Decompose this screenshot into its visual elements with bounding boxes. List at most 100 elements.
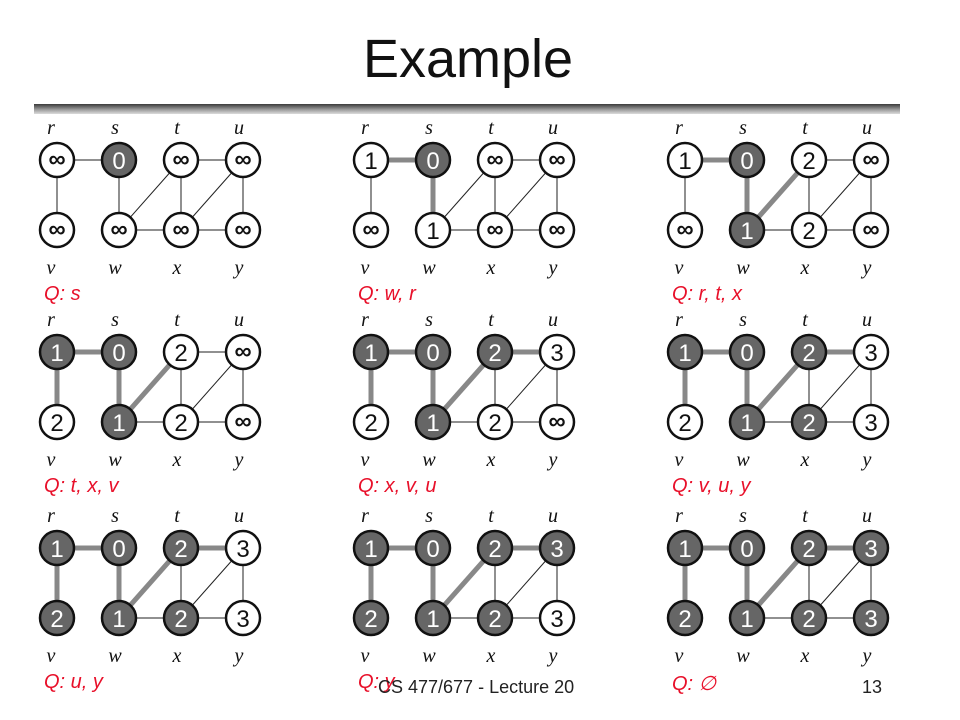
vertex-name-label: w <box>422 645 436 667</box>
queue-label: Q: y <box>358 671 395 693</box>
vertex-name-label: u <box>862 309 872 331</box>
queue-label: Q: w, r <box>358 283 416 305</box>
vertex-t <box>790 333 828 371</box>
vertex-name-label: v <box>361 645 370 667</box>
vertex-distance: 1 <box>740 218 753 245</box>
vertex-name-label: u <box>862 117 872 139</box>
vertex-name-label: y <box>233 257 244 279</box>
vertex-distance: 0 <box>112 536 125 563</box>
vertex-distance: 2 <box>174 606 187 633</box>
vertex-s <box>728 333 766 371</box>
vertex-x <box>162 403 200 441</box>
vertex-name-label: u <box>234 505 244 527</box>
vertex-distance: 2 <box>802 536 815 563</box>
vertex-distance: ∞ <box>862 216 879 243</box>
vertex-w <box>414 599 452 637</box>
vertex-u <box>224 333 262 371</box>
vertex-name-label: u <box>234 309 244 331</box>
vertex-distance: 0 <box>426 148 439 175</box>
vertex-name-label: r <box>361 117 369 139</box>
vertex-name-label: t <box>802 117 808 139</box>
vertex-distance: ∞ <box>234 216 251 243</box>
vertex-name-label: w <box>108 257 122 279</box>
vertex-distance: 0 <box>426 536 439 563</box>
vertex-name-label: r <box>361 309 369 331</box>
vertex-u <box>224 529 262 567</box>
vertex-name-label: v <box>675 645 684 667</box>
vertex-w <box>414 211 452 249</box>
vertex-v <box>38 599 76 637</box>
vertex-distance: 1 <box>112 606 125 633</box>
vertex-x <box>790 403 828 441</box>
vertex-r <box>38 529 76 567</box>
vertex-name-label: r <box>675 309 683 331</box>
vertex-v <box>352 211 390 249</box>
vertex-name-label: x <box>800 257 810 279</box>
vertex-name-label: s <box>739 505 747 527</box>
vertex-r <box>666 529 704 567</box>
vertex-t <box>162 333 200 371</box>
vertex-w <box>728 599 766 637</box>
vertex-name-label: x <box>486 645 496 667</box>
vertex-t <box>162 529 200 567</box>
vertex-name-label: v <box>47 449 56 471</box>
queue-label: Q: r, t, x <box>672 283 743 305</box>
vertex-s <box>100 141 138 179</box>
vertex-r <box>666 333 704 371</box>
vertex-x <box>790 211 828 249</box>
vertex-r <box>38 141 76 179</box>
vertex-name-label: y <box>861 645 872 667</box>
vertex-y <box>852 599 890 637</box>
vertex-distance: 2 <box>802 340 815 367</box>
vertex-distance: 2 <box>802 218 815 245</box>
vertex-v <box>666 599 704 637</box>
vertex-name-label: r <box>675 117 683 139</box>
vertex-distance: ∞ <box>110 216 127 243</box>
vertex-distance: ∞ <box>172 216 189 243</box>
vertex-name-label: r <box>47 309 55 331</box>
vertex-distance: 2 <box>488 410 501 437</box>
vertex-distance: 2 <box>488 536 501 563</box>
vertex-name-label: v <box>675 449 684 471</box>
vertex-w <box>100 211 138 249</box>
queue-label: Q: t, x, v <box>44 475 119 497</box>
vertex-name-label: w <box>108 449 122 471</box>
vertex-distance: 1 <box>740 606 753 633</box>
bfs-panel: ∞r0s∞t∞u∞v∞w∞x∞y <box>38 117 262 279</box>
vertex-name-label: u <box>548 117 558 139</box>
vertex-distance: 3 <box>864 340 877 367</box>
vertex-s <box>414 141 452 179</box>
vertex-name-label: t <box>174 117 180 139</box>
vertex-x <box>790 599 828 637</box>
vertex-distance: 0 <box>740 536 753 563</box>
vertex-distance: ∞ <box>548 216 565 243</box>
vertex-name-label: u <box>862 505 872 527</box>
vertex-r <box>352 333 390 371</box>
vertex-distance: ∞ <box>362 216 379 243</box>
vertex-r <box>352 529 390 567</box>
vertex-w <box>728 403 766 441</box>
vertex-distance: ∞ <box>234 338 251 365</box>
vertex-v <box>38 403 76 441</box>
vertex-w <box>414 403 452 441</box>
vertex-t <box>476 529 514 567</box>
vertex-name-label: s <box>111 309 119 331</box>
vertex-distance: ∞ <box>486 216 503 243</box>
vertex-distance: 1 <box>364 340 377 367</box>
vertex-name-label: t <box>488 309 494 331</box>
vertex-t <box>790 141 828 179</box>
vertex-name-label: y <box>547 645 558 667</box>
vertex-distance: 3 <box>550 606 563 633</box>
vertex-t <box>476 333 514 371</box>
vertex-distance: 2 <box>802 410 815 437</box>
vertex-name-label: w <box>422 449 436 471</box>
vertex-name-label: r <box>47 505 55 527</box>
vertex-v <box>352 403 390 441</box>
vertex-distance: 2 <box>364 606 377 633</box>
